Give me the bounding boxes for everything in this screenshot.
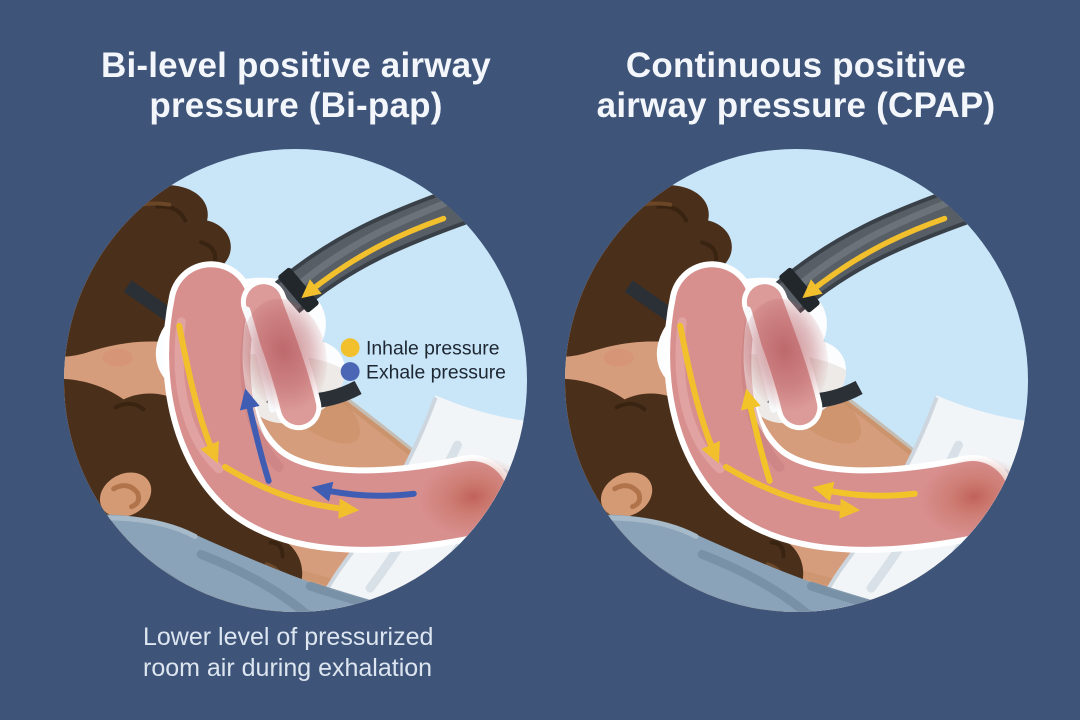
mask-strap-top (123, 280, 178, 324)
title-line: Bi-level positive airway (101, 46, 491, 85)
caption-line: Lower level of pressurized (143, 623, 434, 651)
cheek-blush (603, 348, 634, 367)
ear (600, 472, 653, 518)
nasal-shading (242, 298, 328, 413)
bipap-illustration: Inhale pressure Exhale pressure (63, 148, 528, 613)
panel-title-cpap: Continuous positive airway pressure (CPA… (562, 46, 1030, 126)
legend-item-inhale: Inhale pressure (340, 338, 499, 360)
title-line: pressure (Bi-pap) (149, 86, 443, 125)
title-line: airway pressure (CPAP) (596, 86, 996, 125)
tube-inhale-arrow (301, 215, 447, 299)
title-line: Continuous positive (625, 46, 967, 85)
legend: Inhale pressure Exhale pressure (340, 338, 506, 384)
legend-item-exhale: Exhale pressure (340, 362, 506, 384)
blanket-highlight (564, 515, 699, 539)
caption-line: room air during exhalation (143, 654, 433, 682)
bipap-caption: Lower level of pressurized room air duri… (143, 622, 433, 684)
tube-connector (779, 267, 820, 313)
tube-inhale-arrow (802, 215, 948, 299)
airflow-arrows (677, 215, 948, 519)
inhale-arrow-chest (722, 463, 861, 519)
inhale-arrow-throat (176, 322, 219, 464)
nasal-shading (743, 298, 829, 413)
exhale-arrow-chest (311, 481, 417, 502)
inhale-label: Inhale pressure (366, 338, 499, 360)
inhale-arrow-chest (221, 463, 360, 519)
ear (99, 472, 152, 518)
exhale-arrow-throat (239, 388, 272, 484)
exhale-dot-icon (340, 362, 360, 381)
inhale-arrow-throat (677, 322, 720, 464)
cpap-illustration (564, 148, 1029, 613)
exhale-arrow-chest (812, 481, 918, 502)
airflow-arrows (176, 215, 447, 519)
panel-title-bipap: Bi-level positive airway pressure (Bi-pa… (62, 46, 530, 126)
inhale-dot-icon (340, 338, 360, 358)
blanket-highlight (63, 515, 198, 539)
tube-connector (278, 267, 319, 313)
cheek-blush (102, 348, 133, 367)
mask-strap-top (624, 280, 679, 324)
exhale-arrow-throat (740, 388, 773, 484)
exhale-label: Exhale pressure (366, 362, 506, 384)
